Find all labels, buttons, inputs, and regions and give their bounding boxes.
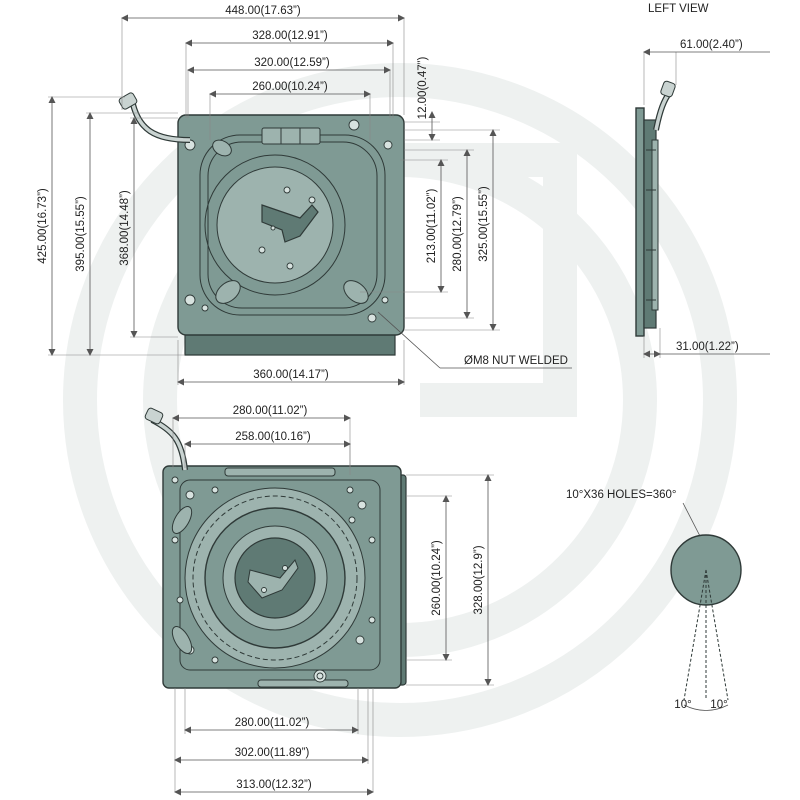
dim-360: 360.00(14.17”) — [253, 369, 329, 381]
dim-258: 258.00(10.16”) — [235, 431, 311, 443]
dim-320: 320.00(12.59”) — [254, 57, 330, 69]
dim-280-vertical: 280.00(12.79”) — [452, 196, 464, 272]
left-view: LEFT VIEW 61.00(2.40”) 31.00(1.22”) — [635, 3, 770, 358]
angle-right: 10° — [710, 699, 727, 711]
dim-260: 260.00(10.24”) — [252, 81, 328, 93]
dim-280-top: 280.00(11.02”) — [233, 405, 308, 417]
dim-328-vertical: 328.00(12.9”) — [473, 545, 485, 614]
angle-left: 10° — [674, 699, 691, 711]
left-view-plate — [635, 107, 645, 337]
dim-395: 395.00(15.55”) — [75, 196, 87, 272]
bottom-view — [144, 407, 407, 689]
dim-61: 61.00(2.40”) — [680, 39, 743, 51]
dim-280-bottom: 280.00(11.02”) — [235, 717, 310, 729]
top-view-dimensions: 448.00(17.63”) 328.00(12.91”) 320.00(12.… — [37, 5, 572, 386]
dim-425: 425.00(16.73”) — [37, 188, 49, 264]
dim-328: 328.00(12.91”) — [252, 30, 328, 42]
top-view — [118, 92, 405, 356]
top-view-center-bracket — [261, 204, 319, 243]
dim-260-vertical: 260.00(10.24”) — [431, 540, 443, 616]
dim-12: 12.00(0.47”) — [417, 57, 429, 120]
top-view-clip — [261, 127, 321, 145]
dim-31: 31.00(1.22”) — [676, 341, 739, 353]
nut-callout: ØM8 NUT WELDED — [464, 355, 568, 367]
dim-302: 302.00(11.89”) — [235, 747, 310, 759]
dim-448: 448.00(17.63”) — [225, 5, 301, 17]
holes-callout: 10°X36 HOLES=360° — [566, 489, 677, 501]
bottom-view-dimensions: 280.00(11.02”) 258.00(10.16”) 260.00(10.… — [172, 405, 494, 796]
dim-313: 313.00(12.32”) — [236, 779, 312, 791]
left-view-label: LEFT VIEW — [648, 3, 709, 15]
dim-213: 213.00(11.02”) — [426, 189, 438, 264]
hole-angle-detail: 10°X36 HOLES=360° 10° 10° — [566, 489, 742, 711]
dim-325: 325.00(15.55”) — [478, 186, 490, 262]
dim-368: 368.00(14.48”) — [119, 190, 131, 266]
